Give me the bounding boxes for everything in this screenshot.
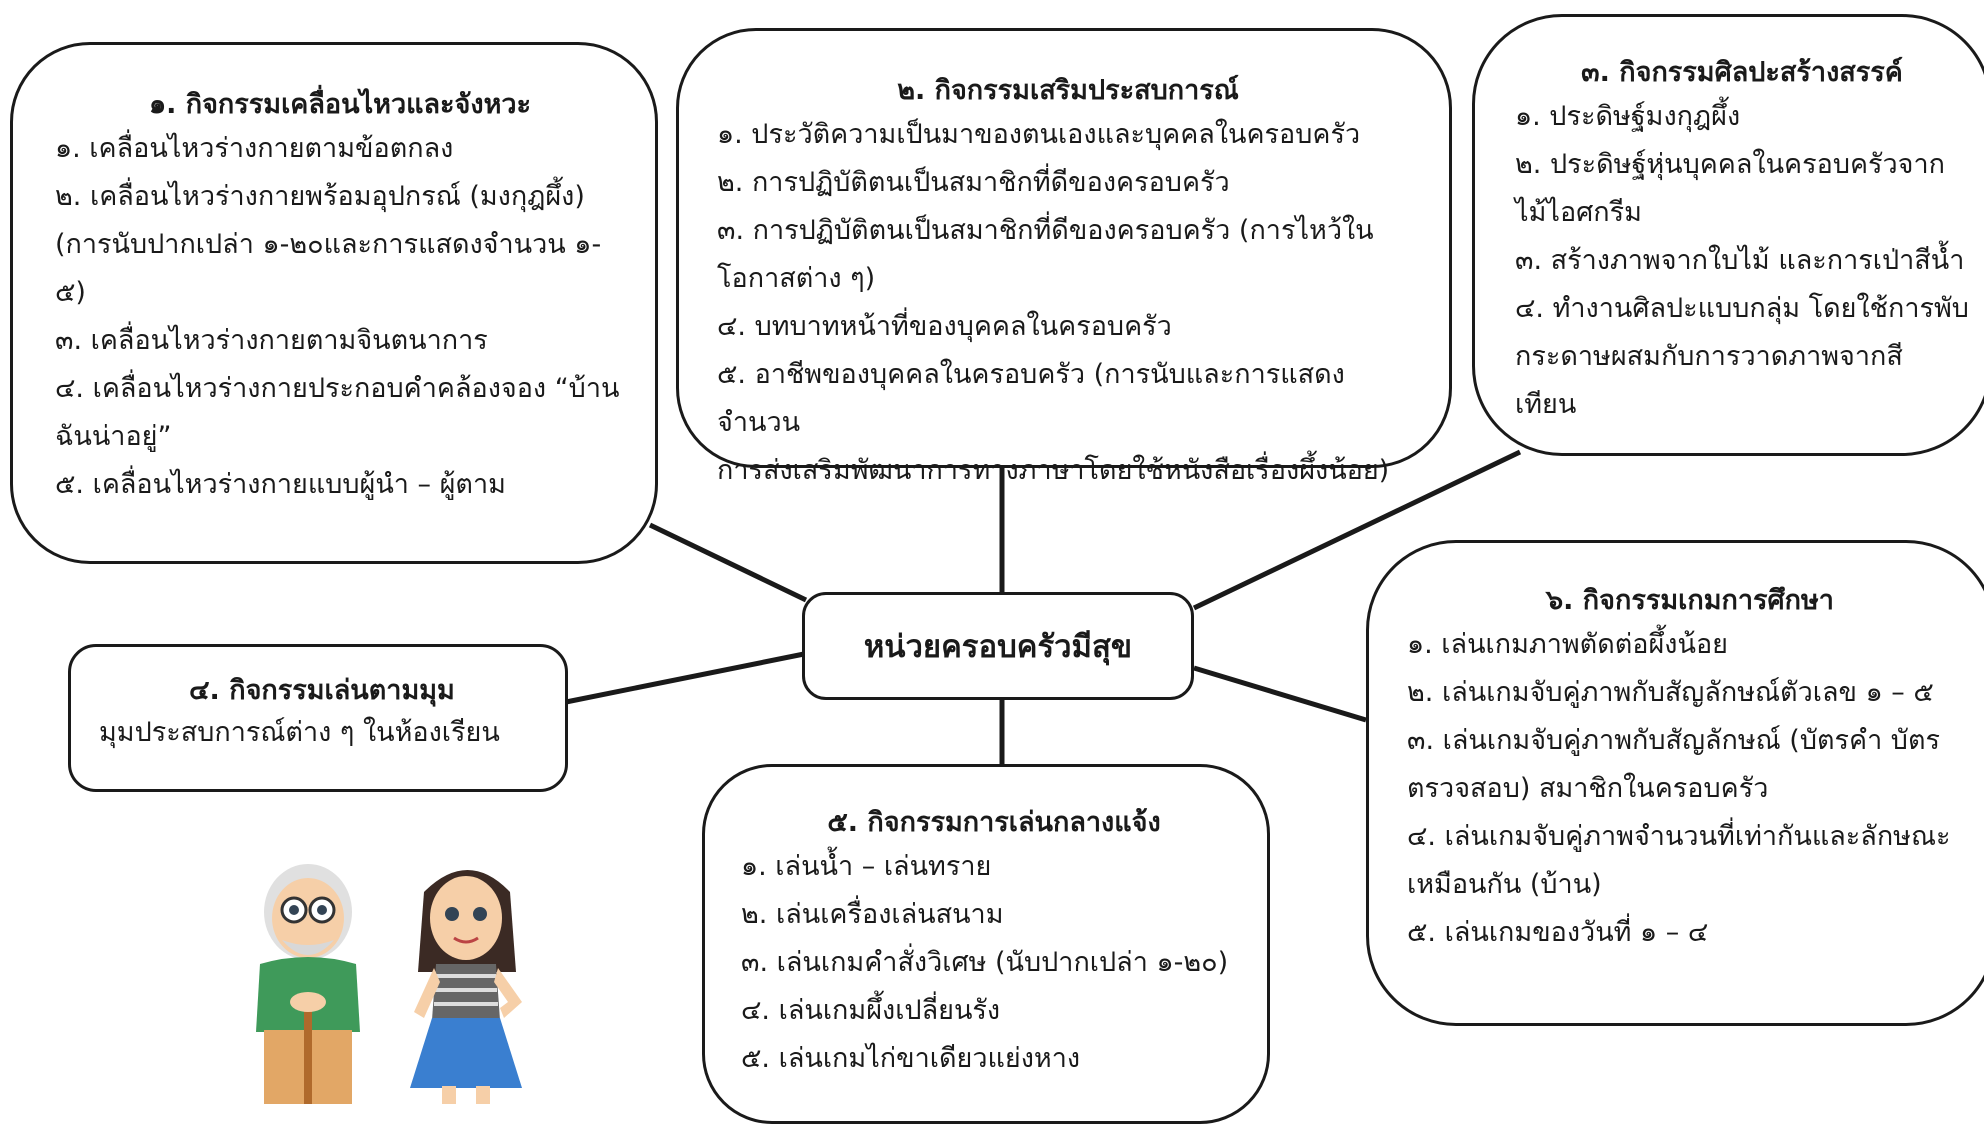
list-item: ฉันน่าอยู่” [55,421,172,452]
list-item: ๕. อาชีพของบุคคลในครอบครัว (การนับและการ… [717,359,1345,438]
list-item: เทียน [1515,389,1577,420]
list-item: ๒. ประดิษฐ์หุ่นบุคคลในครอบครัวจาก [1515,149,1946,180]
list-item: ๒. การปฏิบัติตนเป็นสมาชิกที่ดีของครอบครั… [717,167,1230,198]
list-item: ๑. ประวัติความเป็นมาของตนเองและบุคคลในคร… [717,119,1361,150]
list-item: ๔. ทำงานศิลปะแบบกลุ่ม โดยใช้การพับ [1515,293,1969,324]
box-title: ๖. กิจกรรมเกมการศึกษา [1546,585,1834,616]
list-item: ๑. ประดิษฐ์มงกุฎผึ้ง [1515,101,1741,132]
family-illustration [256,864,522,1104]
box-title: ๑. กิจกรรมเคลื่อนไหวและจังหวะ [148,89,532,120]
activity-box-movement: ๑. กิจกรรมเคลื่อนไหวและจังหวะ ๑. เคลื่อน… [10,42,658,564]
activity-box-outdoor: ๕. กิจกรรมการเล่นกลางแจ้ง ๑. เล่นน้ำ – เ… [702,764,1270,1124]
connector-4 [565,651,805,705]
list-item: ๑. เล่นน้ำ – เล่นทราย [741,851,992,882]
list-item: ๑. เล่นเกมภาพตัดต่อผึ้งน้อย [1407,629,1728,660]
box-title: ๒. กิจกรรมเสริมประสบการณ์ [897,75,1239,106]
list-item: ๕. เล่นเกมไก่ขาเดียวแย่งหาง [741,1043,1081,1074]
list-item: ๓. สร้างภาพจากใบไม้ และการเป่าสีน้ำ [1515,245,1965,276]
list-item: (การนับปากเปล่า ๑-๒๐และการแสดงจำนวน ๑- [55,229,602,260]
list-item: ๓. เล่นเกมคำสั่งวิเศษ (นับปากเปล่า ๑-๒๐) [741,947,1229,978]
list-item: ๓. เคลื่อนไหวร่างกายตามจินตนาการ [55,325,488,356]
list-item: ๕. เคลื่อนไหวร่างกายแบบผู้นำ – ผู้ตาม [55,469,506,500]
connector-3 [1192,449,1522,611]
list-item: ตรวจสอบ) สมาชิกในครอบครัว [1407,773,1769,804]
woman-figure [410,870,522,1104]
connector-6 [1193,665,1367,723]
center-title: หน่วยครอบครัวมีสุข [863,629,1133,665]
list-item: ๔. เล่นเกมผึ้งเปลี่ยนรัง [741,995,1001,1026]
activity-box-art: ๓. กิจกรรมศิลปะสร้างสรรค์ ๑. ประดิษฐ์มงก… [1472,14,1984,456]
list-item: ๔. บทบาทหน้าที่ของบุคคลในครอบครัว [717,311,1172,342]
list-item: การส่งเสริมพัฒนาการทางภาษาโดยใช้หนังสือเ… [717,455,1390,486]
list-item: เหมือนกัน (บ้าน) [1407,869,1602,900]
list-item: ๒. เคลื่อนไหวร่างกายพร้อมอุปกรณ์ (มงกุฎผ… [55,181,585,212]
list-item: ๓. การปฏิบัติตนเป็นสมาชิกที่ดีของครอบครั… [717,215,1374,246]
activity-box-corners: ๔. กิจกรรมเล่นตามมุม มุมประสบการณ์ต่าง ๆ… [68,644,568,792]
list-item: โอกาสต่าง ๆ) [717,263,876,294]
box-title: ๔. กิจกรรมเล่นตามมุม [189,675,455,706]
list-item: ๓. เล่นเกมจับคู่ภาพกับสัญลักษณ์ (บัตรคำ … [1407,725,1940,756]
center-topic: หน่วยครอบครัวมีสุข [802,592,1194,700]
list-item: ๔. เล่นเกมจับคู่ภาพจำนวนที่เท่ากันและลัก… [1407,821,1951,852]
list-item: ๕) [55,277,86,308]
list-item: ไม้ไอศกรีม [1515,197,1642,228]
list-item: ๒. เล่นเครื่องเล่นสนาม [741,899,1004,930]
list-item: ๕. เล่นเกมของวันที่ ๑ – ๔ [1407,917,1709,948]
list-item: กระดาษผสมกับการวาดภาพจากสี [1515,341,1903,372]
activity-box-games: ๖. กิจกรรมเกมการศึกษา ๑. เล่นเกมภาพตัดต่… [1366,540,1984,1026]
grandpa-figure [256,864,360,1104]
connector-1 [648,522,808,603]
list-item: ๒. เล่นเกมจับคู่ภาพกับสัญลักษณ์ตัวเลข ๑ … [1407,677,1934,708]
box-title: ๕. กิจกรรมการเล่นกลางแจ้ง [827,807,1161,838]
list-item: มุมประสบการณ์ต่าง ๆ ในห้องเรียน [99,717,500,748]
list-item: ๔. เคลื่อนไหวร่างกายประกอบคำคล้องจอง “บ้… [55,373,620,404]
list-item: ๑. เคลื่อนไหวร่างกายตามข้อตกลง [55,133,454,164]
activity-box-experience: ๒. กิจกรรมเสริมประสบการณ์ ๑. ประวัติความ… [676,28,1452,486]
box-title: ๓. กิจกรรมศิลปะสร้างสรรค์ [1581,57,1903,88]
